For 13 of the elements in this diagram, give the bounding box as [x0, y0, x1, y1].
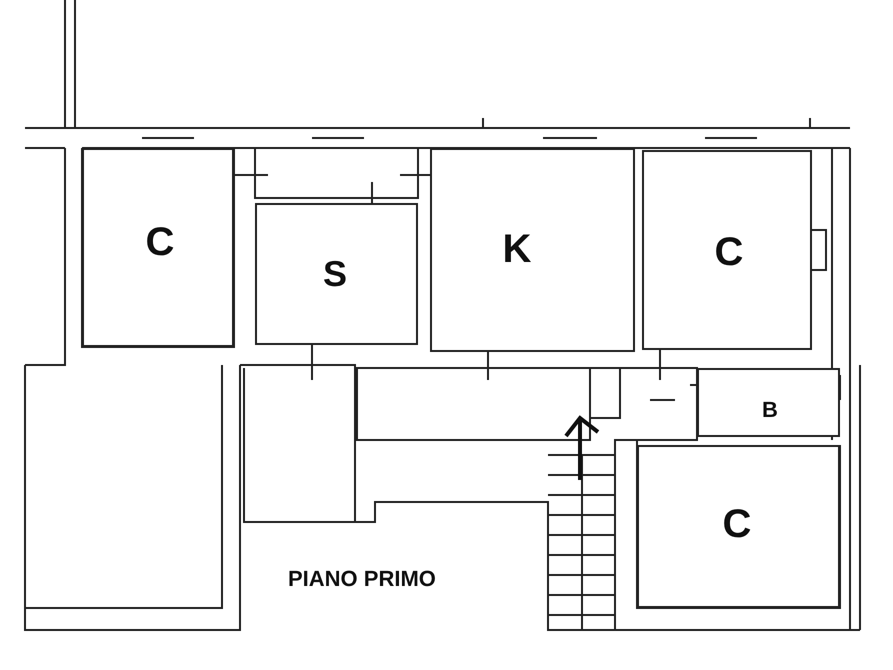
room-outline — [430, 148, 635, 352]
room-label: C — [722, 504, 752, 544]
room-label: C — [146, 222, 174, 262]
room-label: C — [714, 232, 744, 272]
room-label: S — [323, 256, 347, 292]
room-outline — [637, 445, 840, 608]
room-outline — [642, 150, 812, 350]
room-outline — [697, 368, 840, 437]
room-outline — [82, 148, 234, 347]
plan-title: PIANO PRIMO — [288, 566, 436, 592]
room-label: B — [762, 399, 778, 421]
room-label: K — [502, 229, 532, 269]
room-outline — [255, 203, 418, 345]
